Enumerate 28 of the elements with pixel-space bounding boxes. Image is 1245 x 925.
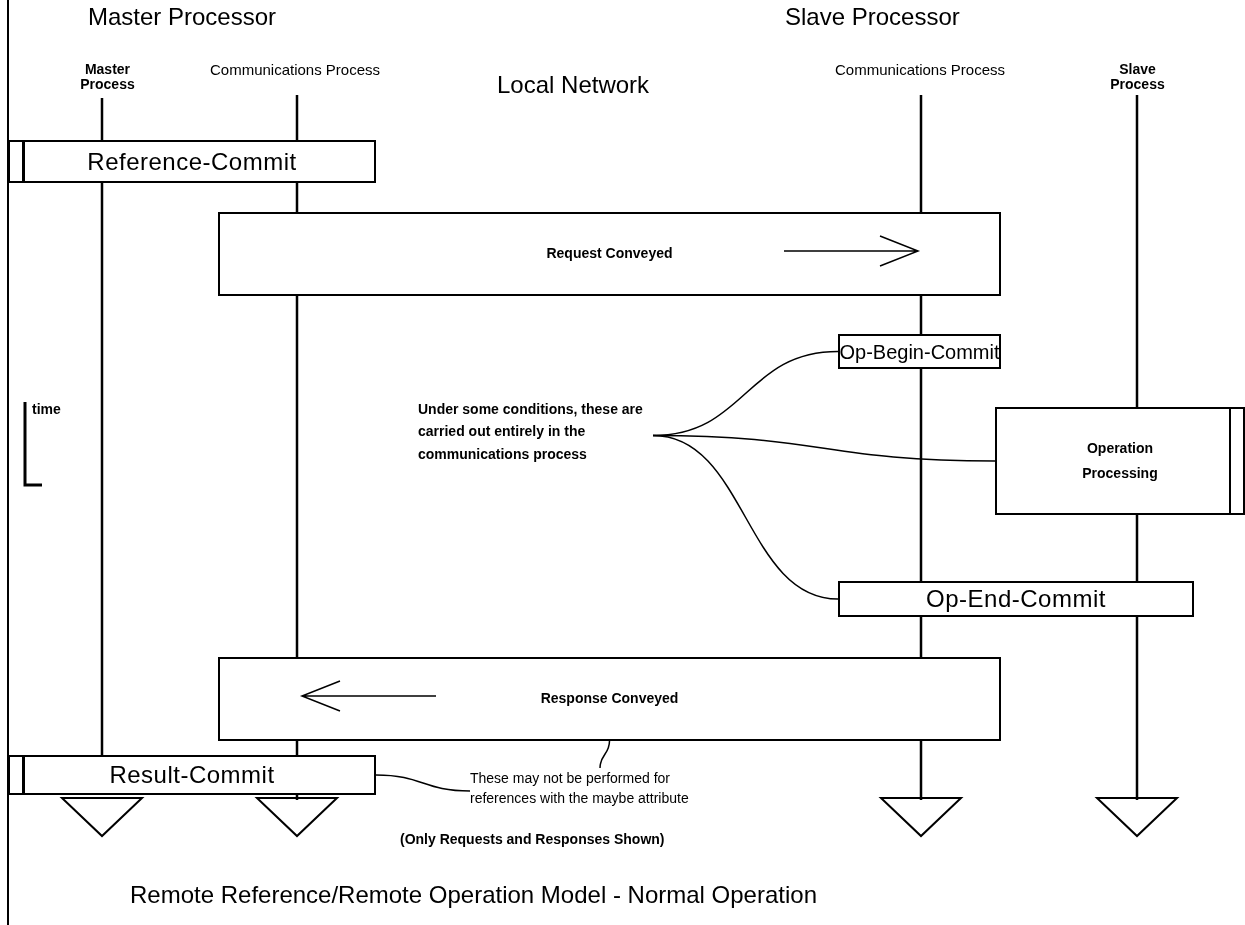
box-label: Result-Commit — [109, 760, 275, 791]
leader-line — [652, 434, 839, 600]
lifeline-label: Communications Process — [208, 62, 382, 78]
process-box — [218, 212, 1001, 296]
box-label: Request Conveyed — [546, 244, 673, 264]
box-label: Op-Begin-Commit — [839, 339, 1000, 365]
process-box — [995, 407, 1245, 515]
note-text: Under some conditions, these are carried out entirely in the communications process — [418, 398, 653, 473]
lifeline-label: Slave Process — [1110, 62, 1165, 92]
process-box — [218, 657, 1001, 741]
lifeline-label: Communications Process — [833, 62, 1007, 78]
box-label: Response Conveyed — [540, 689, 679, 709]
note-text: These may not be performed for references with the maybe attribute — [470, 768, 730, 814]
process-box — [8, 755, 376, 795]
heading: Master Processor — [88, 4, 278, 30]
lifeline-label: Master Process — [79, 62, 136, 92]
box-label: Op-End-Commit — [926, 584, 1106, 615]
process-box — [8, 140, 376, 183]
note-text: (Only Requests and Responses Shown) — [400, 832, 666, 847]
leader-line — [375, 774, 471, 792]
title: Remote Reference/Remote Operation Model - Normal Operation — [130, 882, 817, 908]
box-label: Reference-Commit — [87, 146, 297, 177]
box-label: Operation Processing — [1081, 438, 1159, 483]
heading: Local Network — [497, 72, 651, 98]
process-box — [838, 581, 1194, 617]
leader-line — [599, 740, 611, 769]
axis-label: time — [32, 402, 62, 417]
heading: Slave Processor — [785, 4, 961, 30]
